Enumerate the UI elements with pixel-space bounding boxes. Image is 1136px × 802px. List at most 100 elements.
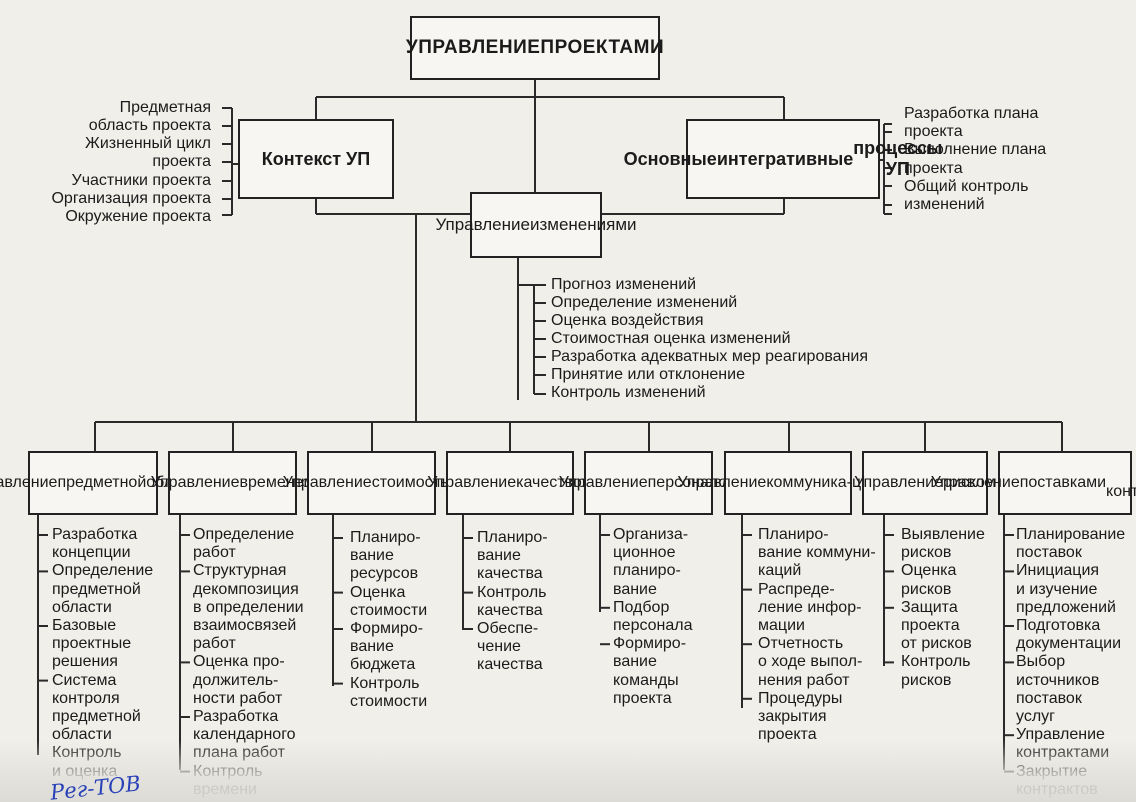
context-node: Контекст УП bbox=[238, 119, 394, 199]
area-node-communications: Управление коммуника- циями bbox=[677, 451, 899, 515]
area-item: предметной bbox=[52, 708, 141, 725]
area-item: Планиро- bbox=[350, 529, 421, 546]
area-item: чение bbox=[477, 638, 521, 656]
area-item: Определение bbox=[193, 526, 295, 543]
context-item: Участники проекта bbox=[71, 172, 211, 189]
context-item: проекта bbox=[152, 153, 211, 170]
area-item: работ bbox=[193, 635, 236, 653]
area-line: Управление bbox=[0, 473, 58, 491]
area-item: ресурсов bbox=[350, 565, 419, 583]
context-item: Жизненный цикл bbox=[85, 135, 211, 152]
area-item: Организа- bbox=[613, 526, 689, 543]
integration-line: процессы УП bbox=[853, 138, 943, 179]
area-item: источников bbox=[1016, 671, 1100, 689]
area-item: проекта bbox=[901, 617, 960, 634]
area-node-time: Управление временем bbox=[151, 451, 314, 515]
area-item: контроля bbox=[52, 689, 120, 707]
area-line: и контрактами bbox=[1106, 483, 1136, 500]
area-item: Формиро- bbox=[613, 635, 687, 653]
area-item: Оценка про- bbox=[193, 653, 285, 671]
area-item: ционное bbox=[613, 544, 676, 562]
area-item: Контроль bbox=[477, 583, 547, 601]
area-item: проекта bbox=[613, 689, 672, 707]
area-node-cost: Управление стоимостью bbox=[283, 451, 460, 515]
integration-item: проекта bbox=[904, 123, 963, 140]
area-node-risk: Управление риском bbox=[854, 451, 996, 515]
area-item: Оценка bbox=[350, 583, 406, 601]
area-item: Обеспе- bbox=[477, 620, 539, 637]
area-item: предложений bbox=[1016, 598, 1116, 616]
area-item: вание коммуни- bbox=[758, 544, 876, 562]
area-item: рисков bbox=[901, 671, 952, 689]
area-item: Отчетность bbox=[758, 635, 844, 653]
area-item: нения работ bbox=[758, 671, 850, 689]
area-item: должитель- bbox=[193, 671, 279, 689]
area-line: Управление bbox=[282, 473, 372, 491]
root-line: УПРАВЛЕНИЕ bbox=[405, 37, 541, 59]
area-item: Защита bbox=[901, 598, 958, 616]
area-item: контрактов bbox=[1016, 780, 1098, 798]
change-line: Управление bbox=[435, 215, 530, 235]
area-item: проектные bbox=[52, 635, 132, 653]
area-item: Выбор bbox=[1016, 653, 1066, 671]
area-item: стоимости bbox=[350, 601, 428, 619]
area-item: плана работ bbox=[193, 744, 285, 762]
area-item: контрактами bbox=[1016, 744, 1110, 762]
integration-line: интегративные bbox=[716, 148, 854, 169]
area-item: Определение bbox=[52, 562, 154, 580]
area-line: поставками bbox=[1019, 473, 1107, 491]
area-item: Процедуры bbox=[758, 689, 843, 707]
area-item: от рисков bbox=[901, 635, 972, 653]
area-item: вание bbox=[350, 547, 394, 565]
change-item: Определение изменений bbox=[551, 294, 738, 311]
integration-line: Основные bbox=[623, 148, 717, 169]
change-item: Стоимостная оценка изменений bbox=[551, 330, 791, 347]
context-item: Окружение проекта bbox=[65, 208, 211, 225]
area-line: Управление bbox=[930, 473, 1020, 491]
change-item: Прогноз изменений bbox=[551, 276, 697, 293]
area-item: ление инфор- bbox=[758, 598, 862, 616]
area-item: Формиро- bbox=[350, 620, 424, 637]
area-item: и изучение bbox=[1016, 580, 1098, 598]
area-item: Распреде- bbox=[758, 580, 835, 598]
area-item: области bbox=[52, 598, 112, 616]
area-item: Инициация bbox=[1016, 562, 1100, 580]
integration-item: Выполнение плана bbox=[904, 141, 1047, 158]
area-line: Управление bbox=[427, 473, 517, 491]
area-item: Подбор bbox=[613, 598, 670, 616]
integration-item: проекта bbox=[904, 160, 963, 177]
area-item: поставок bbox=[1016, 544, 1082, 562]
area-item: Оценка bbox=[901, 562, 957, 580]
change-item: Принятие или отклонение bbox=[551, 366, 745, 383]
area-item: персонала bbox=[613, 617, 693, 634]
area-item: Управление bbox=[1016, 726, 1105, 744]
area-item: вание bbox=[613, 653, 657, 671]
area-item: Планиро- bbox=[758, 526, 829, 543]
area-item: Планирование bbox=[1016, 526, 1126, 543]
area-item: рисков bbox=[901, 580, 952, 598]
change-item: Оценка воздействия bbox=[551, 312, 704, 329]
area-item: проекта bbox=[758, 726, 817, 744]
area-item: предметной bbox=[52, 580, 141, 598]
area-line: стоимостью bbox=[371, 473, 461, 491]
scan-shade bbox=[0, 740, 1136, 802]
area-item: Контроль bbox=[350, 674, 420, 692]
area-node-procurement: Управление поставками и контрактами bbox=[931, 451, 1136, 515]
root-node: УПРАВЛЕНИЕ ПРОЕКТАМИ bbox=[406, 16, 664, 80]
change-node: Управление изменениями bbox=[435, 192, 637, 258]
area-item: Подготовка bbox=[1016, 617, 1101, 634]
area-item: декомпозиция bbox=[193, 580, 299, 598]
area-line: временем bbox=[239, 473, 315, 491]
area-item: Система bbox=[52, 671, 117, 689]
change-line: изменениями bbox=[529, 215, 637, 235]
area-item: Планиро- bbox=[477, 529, 548, 546]
area-item: планиро- bbox=[613, 562, 681, 580]
area-item: бюджета bbox=[350, 656, 416, 674]
area-line: предметной bbox=[57, 473, 147, 491]
area-line: Управление bbox=[558, 473, 648, 491]
area-item: вание bbox=[613, 580, 657, 598]
area-line: Управление bbox=[677, 473, 767, 491]
area-item: Структурная bbox=[193, 562, 287, 580]
area-item: Разработка bbox=[52, 526, 138, 543]
area-line: Управление bbox=[854, 473, 944, 491]
